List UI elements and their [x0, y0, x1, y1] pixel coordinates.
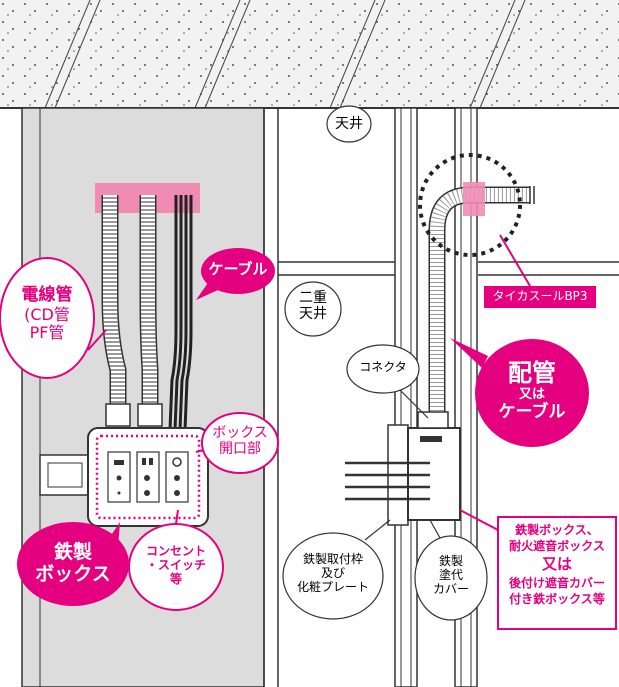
steel-cover-bubble	[414, 519, 488, 621]
double-ceiling-bubble	[284, 281, 342, 337]
piping-callout	[450, 338, 589, 447]
box-opening-bubble	[195, 412, 279, 474]
product-label: タイカスールBP3	[492, 289, 588, 303]
steel-box-callout	[17, 522, 129, 606]
outlet-switch-label: コンセント ・スイッチ 等	[145, 544, 206, 586]
highlight-circle	[418, 153, 522, 257]
steel-box-front	[87, 427, 209, 527]
cable-label: ケーブル	[208, 260, 268, 278]
conduit-title: 電線管	[21, 285, 73, 305]
box-types-callout	[459, 509, 617, 630]
mount-frame-label: 鉄製取付枠 及び 化粧プレート	[296, 552, 369, 594]
conduit-1	[101, 195, 127, 405]
conduit-label: 電線管 (CD管 PF管	[4, 285, 90, 342]
product-callout	[484, 234, 596, 308]
piping-label: 配管 又は ケーブル	[498, 359, 566, 422]
ceiling-label: 天井	[335, 116, 363, 132]
conduit-type-cd: (CD管	[24, 304, 70, 324]
connector-label: コネクタ	[359, 360, 407, 374]
right-conduit	[418, 153, 535, 415]
connector-bubble	[346, 344, 429, 419]
right-box-assembly	[345, 411, 461, 526]
conduit-bubble	[0, 257, 107, 379]
box-types-label: 鉄製ボックス、 耐火遮音ボックス 又は 後付け遮音カバー 付き鉄ボックス等	[508, 523, 605, 606]
mount-frame-bubble	[282, 519, 391, 620]
cable-bundle	[168, 195, 193, 431]
conduit-2	[139, 195, 159, 405]
double-ceiling-label: 二重 天井	[299, 290, 327, 323]
steel-box-label: 鉄製 ボックス	[35, 541, 111, 585]
ceiling-bubble	[326, 105, 372, 143]
box-opening-label: ボックス 開口部	[212, 425, 268, 458]
double-ceiling-line	[278, 261, 619, 276]
conduit-type-pf: PF管	[29, 322, 65, 342]
right-wall-section	[394, 107, 478, 687]
box-mount-bracket	[39, 454, 91, 496]
outlet-switch-bubble	[128, 509, 224, 611]
steel-cover-label: 鉄製 塗代 カバー	[432, 554, 469, 596]
concrete-slab	[0, 0, 619, 109]
cable-callout	[196, 248, 275, 300]
left-conduits	[101, 195, 193, 431]
